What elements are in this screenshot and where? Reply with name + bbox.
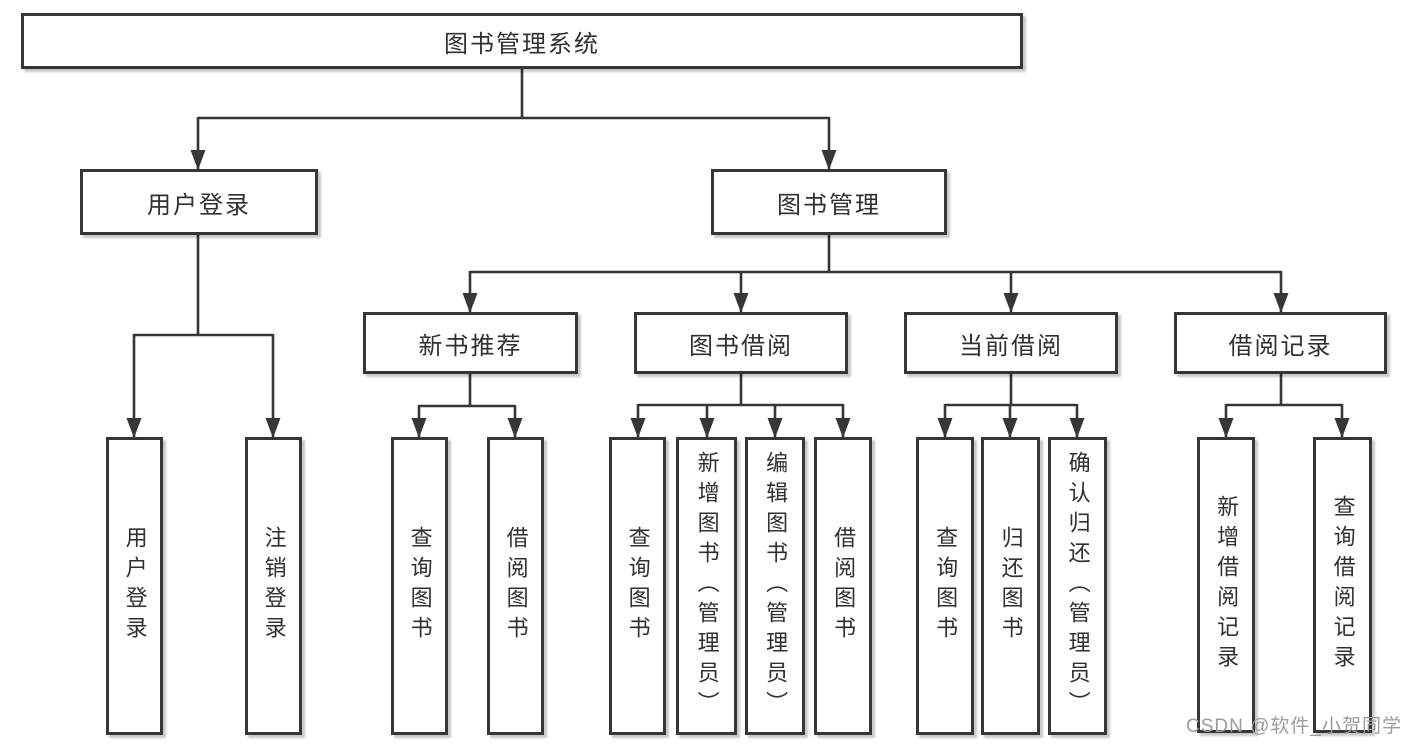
leaf-current-return-books: 归还图书 [981, 437, 1040, 735]
leaf-recommend-borrow-books: 借阅图书 [487, 437, 544, 735]
node-label: 新增借阅记录 [1214, 495, 1240, 675]
node-label: 注销登录 [261, 526, 287, 646]
node-book-borrowing: 图书借阅 [634, 312, 848, 374]
node-label: 用户登录 [147, 191, 251, 219]
node-book-management: 图书管理 [711, 169, 947, 235]
node-label: 当前借阅 [959, 332, 1063, 360]
leaf-records-query-record: 查询借阅记录 [1313, 437, 1372, 733]
node-label: 查询借阅记录 [1330, 495, 1356, 675]
node-label: 借阅图书 [831, 526, 857, 646]
node-label: 图书管理 [777, 191, 881, 219]
leaf-records-add-record: 新增借阅记录 [1197, 437, 1255, 733]
node-label: 借阅图书 [503, 526, 529, 646]
leaf-borrowing-borrow-books: 借阅图书 [814, 437, 872, 735]
node-label: 编辑图书（管理员） [763, 451, 789, 721]
node-borrowing-records: 借阅记录 [1174, 312, 1387, 374]
node-library-management-system: 图书管理系统 [21, 13, 1023, 69]
leaf-borrowing-query-books: 查询图书 [609, 437, 666, 735]
leaf-recommend-query-books: 查询图书 [391, 437, 448, 735]
node-current-borrowing: 当前借阅 [904, 312, 1118, 374]
csdn-watermark: CSDN @软件_小贺同学 [1186, 716, 1402, 737]
node-label: 查询图书 [625, 526, 651, 646]
node-label: 图书管理系统 [444, 30, 600, 58]
node-label: 用户登录 [122, 526, 148, 646]
leaf-current-query-books: 查询图书 [916, 437, 974, 735]
leaf-logout: 注销登录 [245, 437, 302, 735]
node-user-login: 用户登录 [80, 169, 318, 235]
leaf-user-login: 用户登录 [106, 437, 163, 735]
node-label: 新书推荐 [418, 332, 523, 360]
node-label: 查询图书 [933, 526, 959, 646]
node-label: 借阅记录 [1228, 332, 1333, 360]
leaf-borrowing-add-books-admin: 新增图书（管理员） [676, 437, 737, 735]
node-new-book-recommend: 新书推荐 [363, 312, 578, 374]
node-label: 新增图书（管理员） [694, 451, 720, 721]
node-label: 归还图书 [998, 526, 1024, 646]
node-label: 确认归还（管理员） [1065, 451, 1091, 721]
leaf-borrowing-edit-books-admin: 编辑图书（管理员） [745, 437, 805, 735]
node-label: 查询图书 [407, 526, 433, 646]
node-label: 图书借阅 [689, 332, 793, 360]
leaf-current-confirm-return-admin: 确认归还（管理员） [1048, 437, 1107, 735]
